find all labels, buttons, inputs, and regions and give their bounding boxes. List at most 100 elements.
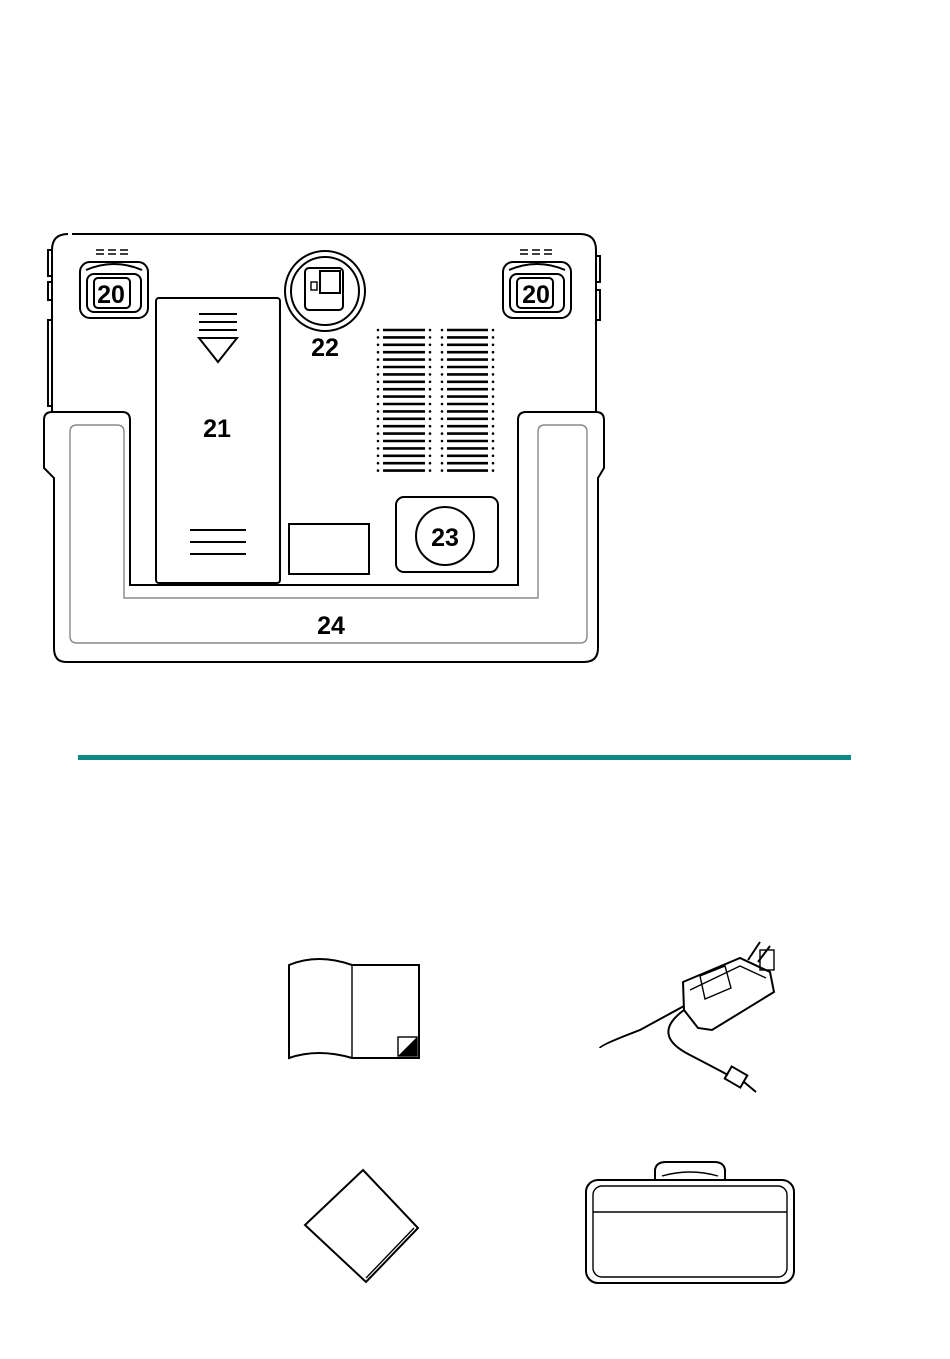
grille-dot: [429, 447, 432, 450]
grille-dot: [441, 455, 444, 458]
grille-dot: [441, 395, 444, 398]
grille-dot: [429, 373, 432, 376]
grille-dot: [377, 336, 380, 339]
grille-dot: [441, 388, 444, 391]
speaker-knob: 23: [396, 497, 498, 572]
callout-20-left: 20: [97, 281, 125, 309]
grille-dot: [377, 440, 380, 443]
grille-dot: [377, 395, 380, 398]
grille-dot: [441, 432, 444, 435]
grille-dot: [429, 351, 432, 354]
callout-24: 24: [317, 612, 345, 640]
grille-dot: [492, 447, 495, 450]
grille-dot: [492, 358, 495, 361]
grille-dot: [377, 373, 380, 376]
grille-dot: [492, 373, 495, 376]
grille-dot: [377, 462, 380, 465]
grille-dot: [429, 462, 432, 465]
grille-dot: [492, 410, 495, 413]
label-panel: [289, 524, 369, 574]
carrying-case-icon: [586, 1162, 794, 1283]
grille-dot: [377, 351, 380, 354]
grille-dot: [429, 395, 432, 398]
grille-dot: [377, 425, 380, 428]
grille-dot: [492, 388, 495, 391]
grille-dot: [441, 344, 444, 347]
grille-dot: [377, 410, 380, 413]
grille-dot: [429, 432, 432, 435]
grille-dot: [492, 395, 495, 398]
grille-dot: [441, 447, 444, 450]
grille-dot: [377, 366, 380, 369]
grille-dot: [377, 329, 380, 332]
grille-dot: [441, 366, 444, 369]
grille-dot: [429, 336, 432, 339]
grille-dot: [492, 403, 495, 406]
grille-dot: [377, 469, 380, 472]
grille-dot: [492, 469, 495, 472]
speaker-grille: [377, 329, 495, 472]
grille-dot: [492, 366, 495, 369]
grille-dot: [429, 418, 432, 421]
callout-20-right: 20: [522, 281, 550, 309]
grille-dot: [492, 455, 495, 458]
grille-dot: [377, 447, 380, 450]
grille-dot: [441, 462, 444, 465]
cleaning-cloth-icon: [305, 1170, 418, 1282]
grille-dot: [377, 388, 380, 391]
grille-dot: [429, 440, 432, 443]
grille-dot: [429, 329, 432, 332]
grille-dot: [441, 329, 444, 332]
grille-dot: [429, 425, 432, 428]
power-adapter-icon: [600, 942, 774, 1092]
grille-dot: [492, 418, 495, 421]
grille-dot: [377, 432, 380, 435]
grille-dot: [441, 336, 444, 339]
callout-21: 21: [203, 415, 231, 443]
grille-dot: [441, 469, 444, 472]
grille-dot: [429, 358, 432, 361]
grille-dot: [441, 373, 444, 376]
callout-22: 22: [311, 334, 339, 362]
grille-dot: [429, 381, 432, 384]
grille-dot: [441, 351, 444, 354]
grille-dot: [441, 410, 444, 413]
grille-dot: [441, 403, 444, 406]
grille-dot: [429, 403, 432, 406]
grille-dot: [492, 462, 495, 465]
grille-dot: [377, 358, 380, 361]
grille-dot: [492, 432, 495, 435]
grille-dot: [492, 344, 495, 347]
grille-dot: [441, 358, 444, 361]
foot-right: 20: [503, 250, 571, 318]
grille-dot: [429, 455, 432, 458]
section-divider: [78, 755, 851, 760]
grille-dot: [429, 388, 432, 391]
grille-dot: [441, 381, 444, 384]
manual-icon: [289, 959, 419, 1058]
foot-left: 20: [80, 250, 148, 318]
grille-dot: [492, 351, 495, 354]
grille-dot: [429, 344, 432, 347]
grille-dot: [492, 425, 495, 428]
grille-dot: [377, 455, 380, 458]
grille-dot: [492, 336, 495, 339]
grille-dot: [441, 418, 444, 421]
grille-dot: [429, 410, 432, 413]
camera-lens: 22: [285, 251, 365, 362]
device-body: [48, 234, 600, 412]
grille-dot: [441, 425, 444, 428]
grille-dot: [377, 381, 380, 384]
grille-dot: [377, 418, 380, 421]
grille-dot: [429, 469, 432, 472]
callout-23: 23: [431, 524, 459, 552]
grille-dot: [429, 366, 432, 369]
battery-cover: 21: [156, 298, 280, 583]
grille-dot: [377, 344, 380, 347]
grille-dot: [377, 403, 380, 406]
grille-dot: [492, 329, 495, 332]
grille-dot: [441, 440, 444, 443]
grille-dot: [492, 440, 495, 443]
grille-dot: [492, 381, 495, 384]
